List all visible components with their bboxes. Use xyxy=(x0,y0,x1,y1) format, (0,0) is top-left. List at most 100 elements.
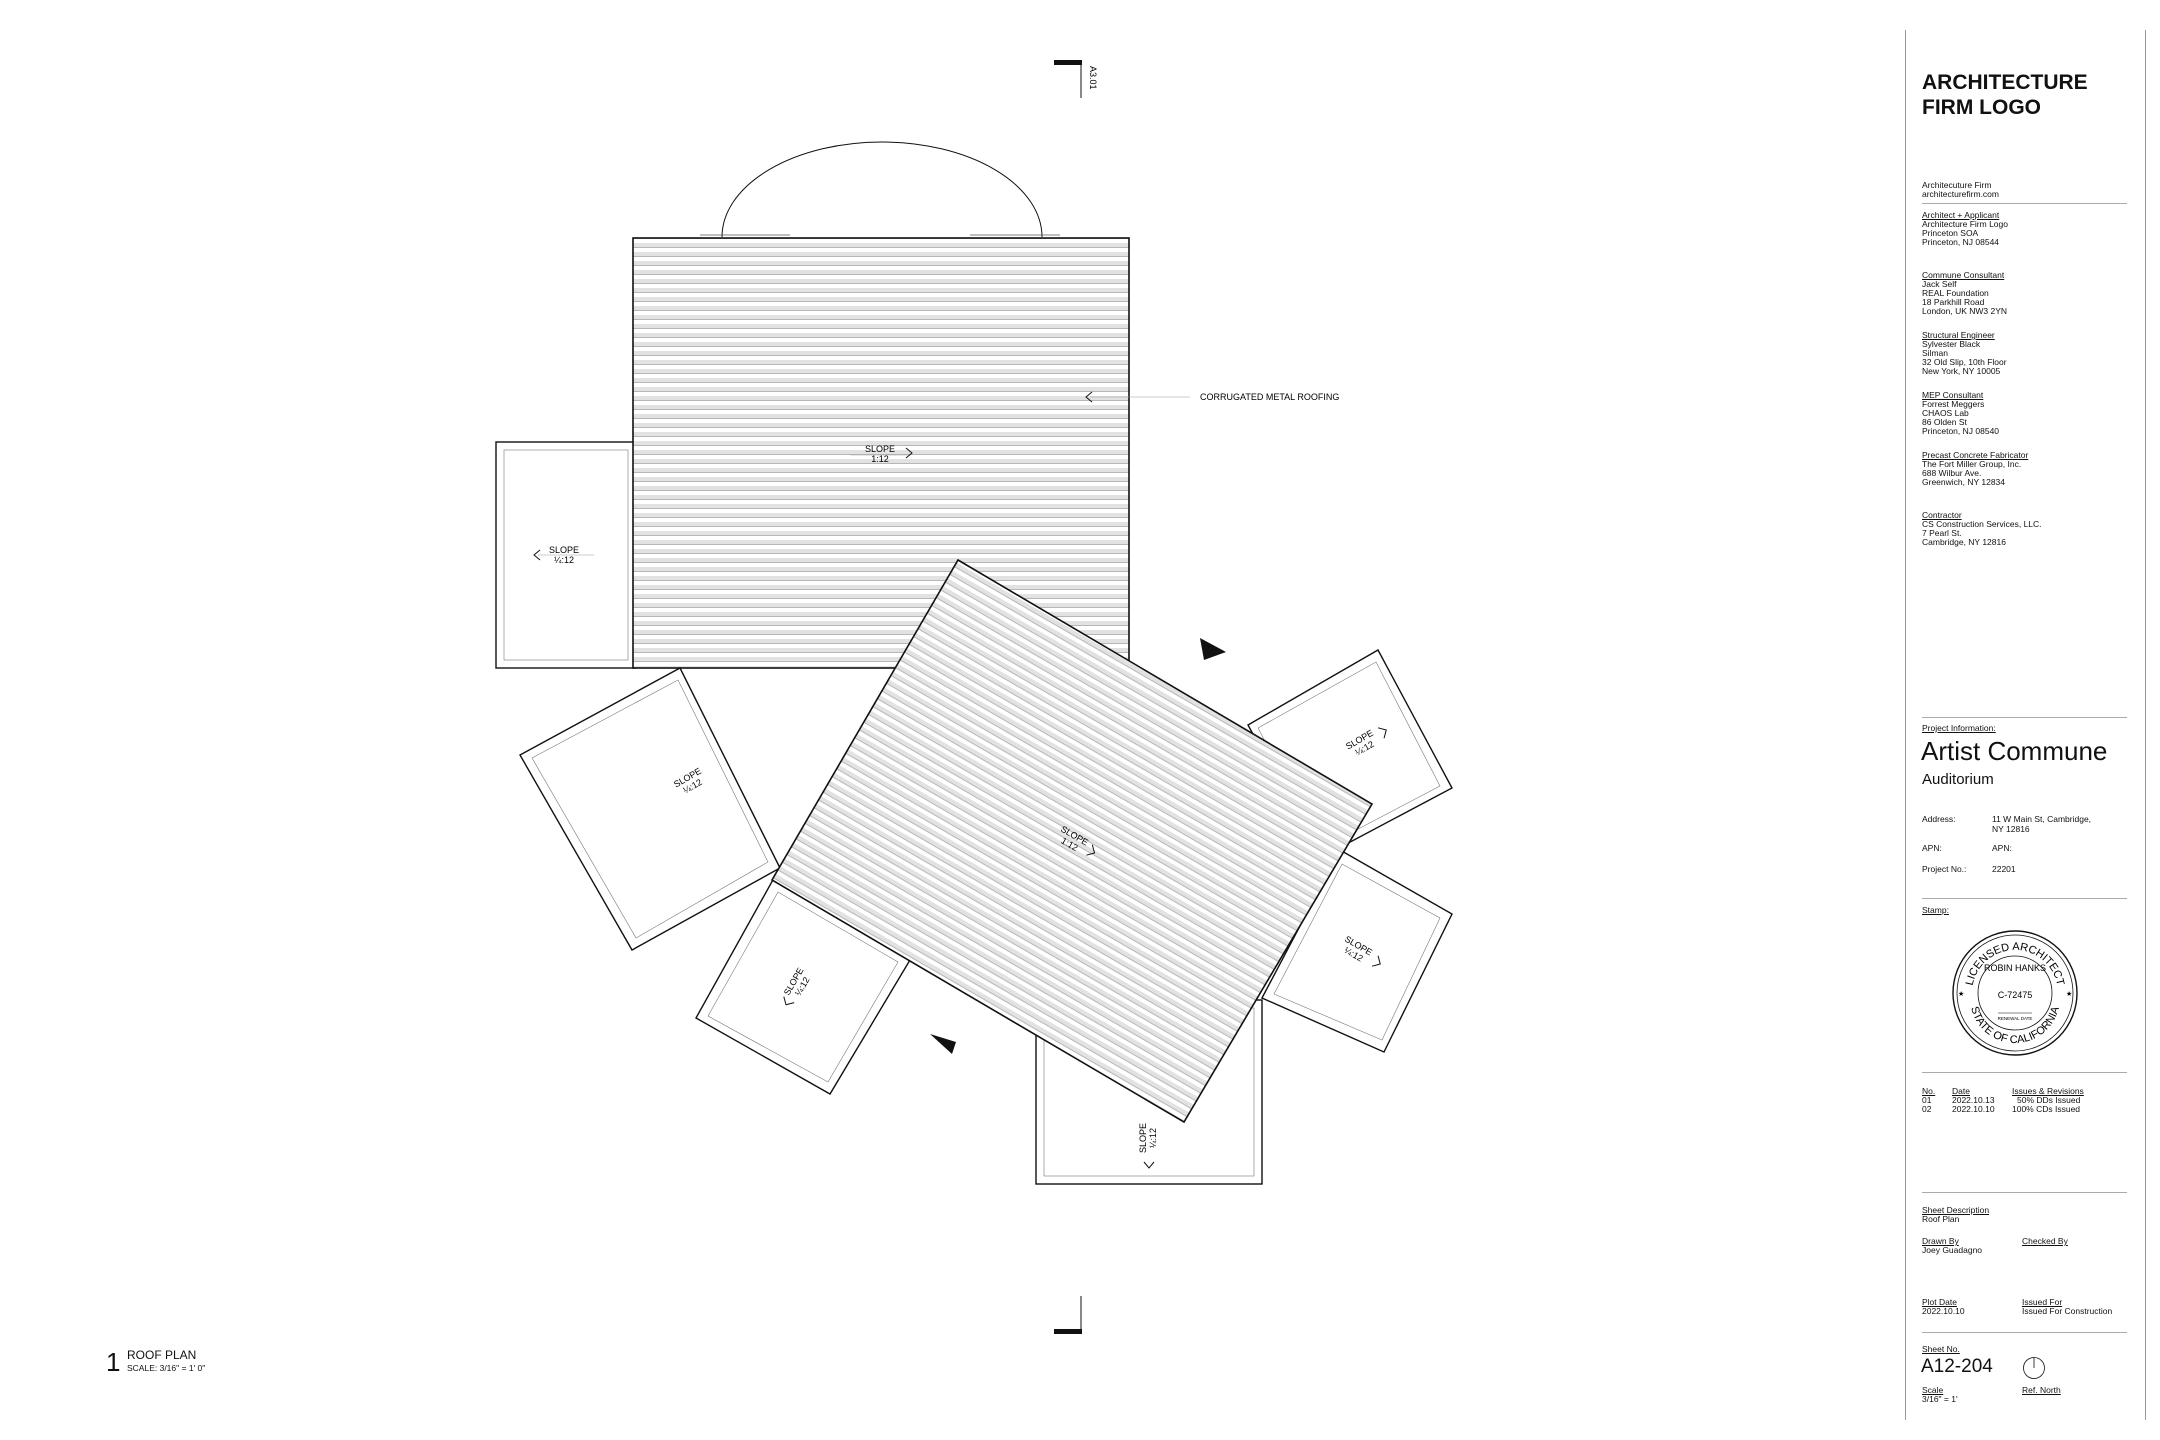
plot-date: 2022.10.10 xyxy=(1922,1306,1965,1316)
consultant-role: Contractor xyxy=(1922,510,1962,520)
direction-triangle-2 xyxy=(930,1034,956,1054)
consultant-line: 32 Old Slip, 10th Floor xyxy=(1922,357,2007,367)
drawn-by: Joey Guadagno xyxy=(1922,1245,1983,1255)
rev-no: 02 xyxy=(1922,1104,1932,1114)
svg-text:1:12: 1:12 xyxy=(871,454,889,464)
drawing-number: 1 xyxy=(106,1347,121,1377)
svg-text:SLOPE: SLOPE xyxy=(549,545,579,555)
rev-header-issues: Issues & Revisions xyxy=(2012,1086,2084,1096)
firm-logo: ARCHITECTURE FIRM LOGO xyxy=(1922,71,2088,119)
roof-wing-west xyxy=(519,667,781,951)
rev-issue: 100% CDs Issued xyxy=(2012,1104,2081,1114)
ref-north-label: Ref. North xyxy=(2022,1385,2061,1395)
divider xyxy=(1922,203,2127,204)
svg-text:SLOPE: SLOPE xyxy=(865,444,895,454)
dome-arc xyxy=(721,141,1043,238)
address-value: 11 W Main St, Cambridge, NY 12816 xyxy=(1992,814,2092,834)
consultant-line: CHAOS Lab xyxy=(1922,408,1969,418)
consultant-line: Architecture Firm Logo xyxy=(1922,219,2008,229)
scale-label: Scale xyxy=(1922,1385,1944,1395)
consultant-line: Forrest Meggers xyxy=(1922,399,1985,409)
checked-by-label: Checked By xyxy=(2022,1236,2068,1246)
consultant-role: MEP Consultant xyxy=(1922,390,1984,400)
slope-label-left: SLOPE ¼:12 xyxy=(533,545,594,565)
rev-header-no: No. xyxy=(1922,1086,1936,1096)
title-block-border-right xyxy=(2145,30,2146,1420)
roof-tilted-corrugated xyxy=(770,558,1374,1124)
firm-name: Architecuture Firm xyxy=(1922,180,1992,190)
issued-for: Issued For Construction xyxy=(2022,1306,2113,1316)
architect-stamp: LICENSED ARCHITECT STATE OF CALIFORNIA R… xyxy=(1952,930,2078,1056)
address-label: Address: xyxy=(1922,814,1956,824)
direction-triangle-1 xyxy=(1200,638,1226,660)
consultant-role: Precast Concrete Fabricator xyxy=(1922,450,2029,460)
consultant-line: 86 Olden St xyxy=(1922,417,1967,427)
title-block-border-left xyxy=(1905,30,1906,1420)
rev-header-date: Date xyxy=(1952,1086,1970,1096)
stamp-star-right: ★ xyxy=(2066,990,2072,998)
drawn-by-label: Drawn By xyxy=(1922,1236,1959,1246)
plot-date-label: Plot Date xyxy=(1922,1297,1957,1307)
section-marker-top xyxy=(1054,60,1082,65)
sheet-no-label: Sheet No. xyxy=(1922,1344,1960,1354)
consultant-line: CS Construction Services, LLC. xyxy=(1922,519,2042,529)
consultant-role: Architect + Applicant xyxy=(1922,210,2000,220)
roof-main-corrugated xyxy=(632,237,1130,669)
firm-url: architecturefirm.com xyxy=(1922,189,1999,199)
consultant-line: London, UK NW3 2YN xyxy=(1922,306,2008,316)
rev-date: 2022.10.13 xyxy=(1952,1095,1995,1105)
stamp-label: Stamp: xyxy=(1922,905,1949,915)
divider xyxy=(1922,717,2127,718)
apn-label: APN: xyxy=(1922,843,1942,853)
stamp-star-left: ★ xyxy=(1958,990,1964,998)
consultant-line: Greenwich, NY 12834 xyxy=(1922,477,2006,487)
consultant-line: Sylvester Black xyxy=(1922,339,1981,349)
section-marker-label: A3.01 xyxy=(1088,66,1098,90)
roof-wing-southwest xyxy=(695,877,911,1095)
svg-text:¼:12: ¼:12 xyxy=(1148,1128,1158,1148)
sheet-description-label: Sheet Description xyxy=(1922,1205,1990,1215)
divider xyxy=(1922,1332,2127,1333)
callout-corrugated-metal: CORRUGATED METAL ROOFING xyxy=(1200,392,1339,402)
consultant-line: Silman xyxy=(1922,348,1948,358)
divider xyxy=(1922,1072,2127,1073)
consultant-line: Princeton, NJ 08540 xyxy=(1922,426,2000,436)
consultant-line: The Fort Miller Group, Inc. xyxy=(1922,459,2022,469)
rev-no: 01 xyxy=(1922,1095,1932,1105)
consultant-line: Princeton SOA xyxy=(1922,228,1979,238)
section-marker-bottom xyxy=(1054,1329,1082,1334)
consultant-line: Princeton, NJ 08544 xyxy=(1922,237,2000,247)
scale-value: 3/16" = 1' xyxy=(1922,1394,1958,1404)
consultant-line: Cambridge, NY 12816 xyxy=(1922,537,2006,547)
svg-text:¼:12: ¼:12 xyxy=(554,555,574,565)
consultant-role: Structural Engineer xyxy=(1922,330,1995,340)
stamp-renewal: RENEWAL DATE xyxy=(1998,1016,2033,1021)
sheet-number: A12-204 xyxy=(1921,1356,1993,1377)
project-info-label: Project Information: xyxy=(1922,723,1996,733)
consultant-line: 688 Wilbur Ave. xyxy=(1922,468,1982,478)
project-subtitle: Auditorium xyxy=(1922,771,1994,788)
divider xyxy=(1922,898,2127,899)
consultant-line: New York, NY 10005 xyxy=(1922,366,2001,376)
consultant-line: REAL Foundation xyxy=(1922,288,1989,298)
rev-issue: 50% DDs Issued xyxy=(2017,1095,2081,1105)
project-no-label: Project No.: xyxy=(1922,864,1967,874)
drawing-title: ROOF PLAN xyxy=(127,1348,197,1362)
svg-text:SLOPE: SLOPE xyxy=(1138,1123,1148,1153)
consultant-line: 7 Pearl St. xyxy=(1922,528,1962,538)
consultant-role: Commune Consultant xyxy=(1922,270,2005,280)
divider xyxy=(1922,1192,2127,1193)
stamp-number: C-72475 xyxy=(1998,990,2033,1000)
sheet-description: Roof Plan xyxy=(1922,1214,1960,1224)
apn-value: APN: xyxy=(1992,843,2012,853)
rev-date: 2022.10.10 xyxy=(1952,1104,1995,1114)
consultant-line: Jack Self xyxy=(1922,279,1957,289)
north-arrow-icon xyxy=(2023,1357,2045,1379)
slope-label-south: SLOPE ¼:12 xyxy=(1138,1123,1158,1153)
drawing-scale: SCALE: 3/16" = 1' 0" xyxy=(127,1363,206,1373)
issued-for-label: Issued For xyxy=(2022,1297,2063,1307)
project-name: Artist Commune xyxy=(1921,736,2108,766)
stamp-name: ROBIN HANKS xyxy=(1984,963,2046,973)
consultant-line: 18 Parkhill Road xyxy=(1922,297,1985,307)
